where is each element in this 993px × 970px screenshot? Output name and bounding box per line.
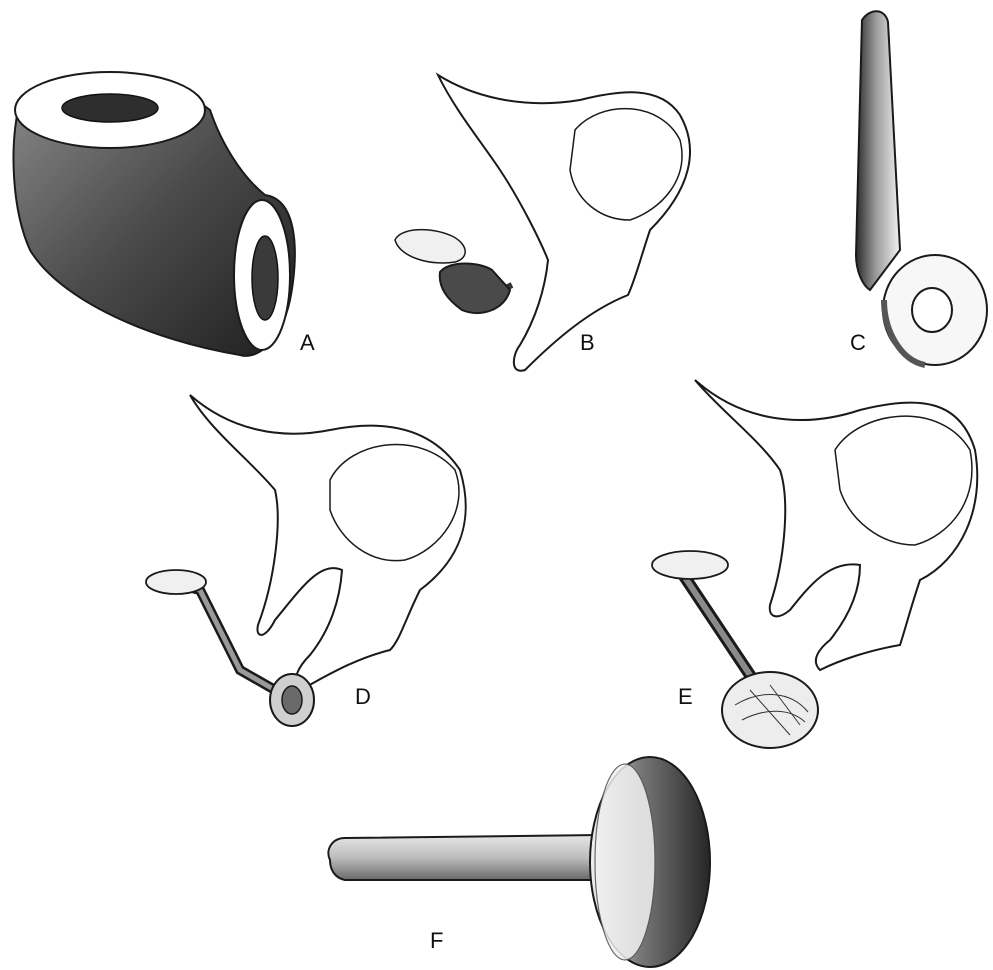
panel-a-elbow-tube bbox=[14, 72, 295, 356]
panel-c-label: C bbox=[850, 332, 866, 354]
panel-e-label: E bbox=[678, 686, 693, 708]
panel-c-stem-ring bbox=[856, 11, 987, 365]
panel-a-label: A bbox=[300, 332, 315, 354]
panel-d-scapula-implant bbox=[146, 395, 466, 726]
panel-b-label: B bbox=[580, 332, 595, 354]
panel-e-scapula-implant bbox=[652, 380, 977, 748]
panel-b-scapula-implant bbox=[395, 75, 690, 371]
panel-d-label: D bbox=[355, 686, 371, 708]
panel-f-stem-disc bbox=[328, 757, 710, 967]
panel-f-label: F bbox=[430, 930, 443, 952]
